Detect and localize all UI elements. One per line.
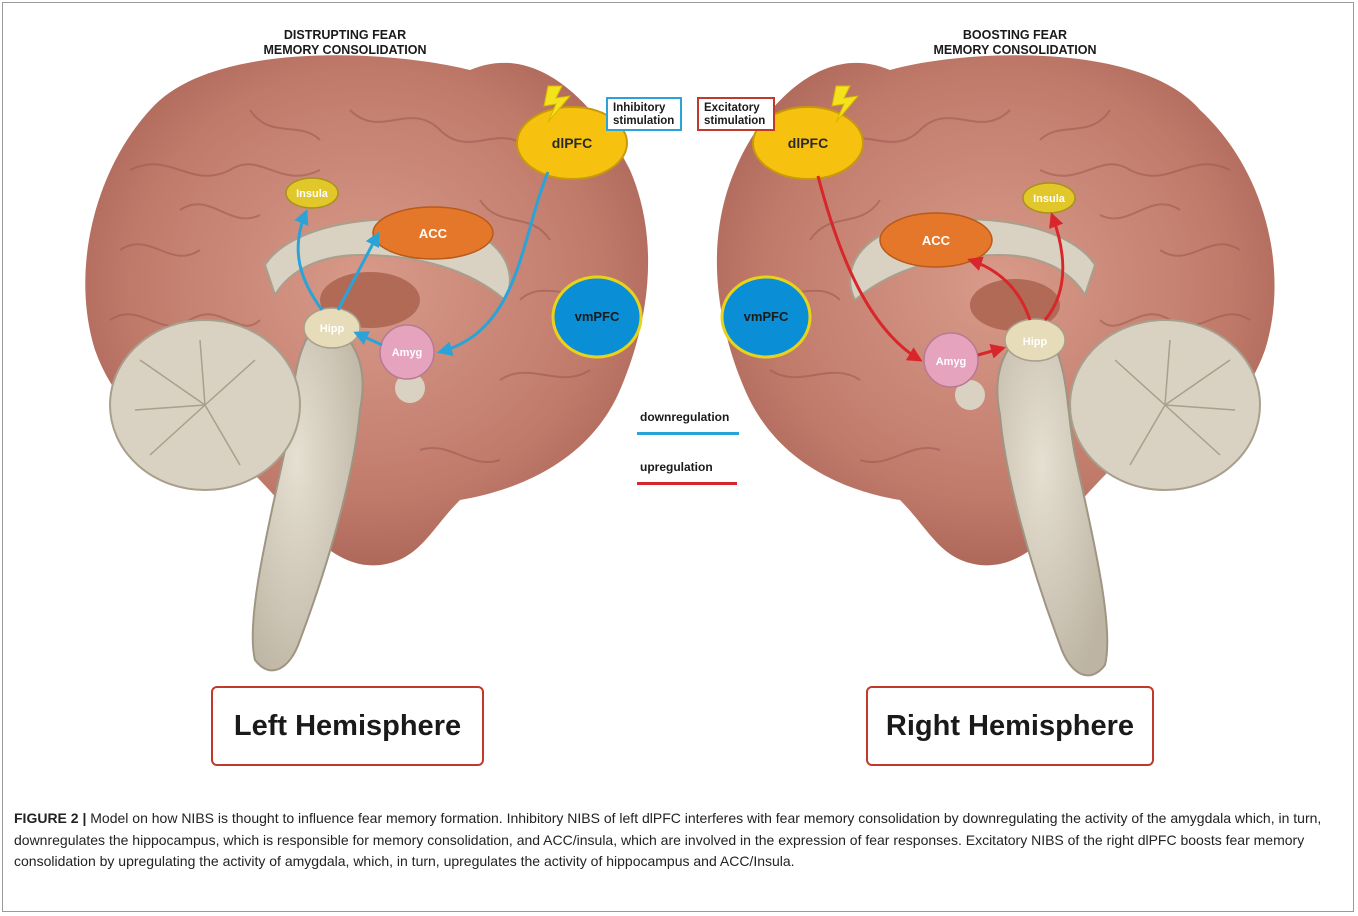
caption-label: FIGURE 2 |	[14, 810, 86, 826]
right-hemisphere-label: Right Hemisphere	[866, 686, 1154, 766]
left-vmpfc-label: vmPFC	[575, 309, 620, 324]
inhibitory-stimulation-box: Inhibitory stimulation	[606, 97, 682, 131]
left-insula-label: Insula	[296, 188, 329, 200]
inhibitory-label-line2: stimulation	[613, 115, 675, 128]
left-acc-label: ACC	[419, 226, 448, 241]
figure-caption: FIGURE 2 | Model on how NIBS is thought …	[14, 808, 1339, 873]
legend-downregulation-line	[637, 432, 739, 435]
right-dlpfc-label: dlPFC	[788, 135, 828, 151]
left-title-line2: MEMORY CONSOLIDATION	[200, 43, 490, 58]
left-hemisphere-label: Left Hemisphere	[211, 686, 484, 766]
inhibitory-label-line1: Inhibitory	[613, 102, 675, 115]
right-title: BOOSTING FEAR MEMORY CONSOLIDATION	[870, 28, 1160, 58]
left-title: DISTRUPTING FEAR MEMORY CONSOLIDATION	[200, 28, 490, 58]
excitatory-label-line2: stimulation	[704, 115, 768, 128]
right-amyg-label: Amyg	[936, 356, 967, 368]
right-title-line1: BOOSTING FEAR	[870, 28, 1160, 43]
left-dlpfc-label: dlPFC	[552, 135, 592, 151]
right-acc-label: ACC	[922, 233, 951, 248]
right-vmpfc-label: vmPFC	[744, 309, 789, 324]
excitatory-stimulation-box: Excitatory stimulation	[697, 97, 775, 131]
legend-upregulation-line	[637, 482, 737, 485]
left-hipp-label: Hipp	[320, 323, 345, 335]
legend-upregulation-label: upregulation	[640, 460, 713, 474]
left-title-line1: DISTRUPTING FEAR	[200, 28, 490, 43]
right-title-line2: MEMORY CONSOLIDATION	[870, 43, 1160, 58]
excitatory-label-line1: Excitatory	[704, 102, 768, 115]
caption-text: Model on how NIBS is thought to influenc…	[14, 810, 1321, 869]
left-amyg-label: Amyg	[392, 347, 423, 359]
right-hipp-label: Hipp	[1023, 336, 1048, 348]
right-insula-label: Insula	[1033, 193, 1066, 205]
legend-downregulation-label: downregulation	[640, 410, 729, 424]
